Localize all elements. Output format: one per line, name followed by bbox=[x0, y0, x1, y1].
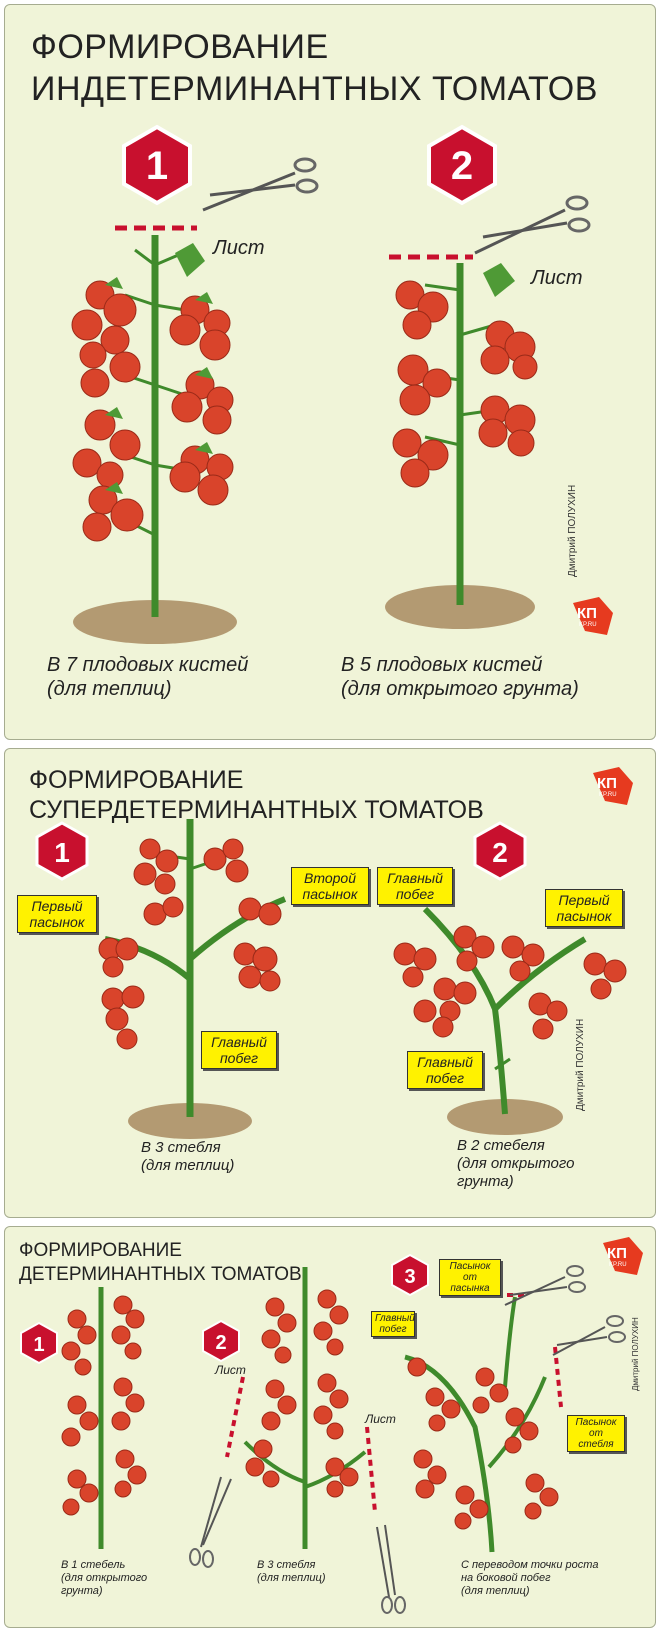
cut-line bbox=[553, 1346, 563, 1408]
logo-text: КП bbox=[597, 775, 617, 792]
step3-caption-line2: на боковой побег bbox=[461, 1572, 551, 1584]
kp-logo: КП KP.RU bbox=[591, 765, 635, 809]
author-credit: Дмитрий ПОЛУХИН bbox=[575, 1018, 586, 1111]
step2-caption-line2: (для открытого bbox=[457, 1155, 575, 1172]
panel2-title-line1: ФОРМИРОВАНИЕ bbox=[29, 766, 244, 794]
step1-caption-line3: грунта) bbox=[61, 1585, 103, 1597]
scissors-icon bbox=[189, 1476, 232, 1568]
logo-subtext: KP.RU bbox=[609, 1262, 627, 1268]
svg-text:3: 3 bbox=[404, 1266, 415, 1288]
panel3-illustration: 1 2 3 bbox=[20, 1253, 626, 1614]
panel1-illustration: 1 2 bbox=[71, 124, 591, 644]
step1-caption-line1: В 7 плодовых кистей bbox=[47, 654, 249, 676]
logo-subtext: KP.RU bbox=[579, 622, 597, 628]
scissors-icon bbox=[552, 1315, 626, 1356]
step3-badge: 3 bbox=[391, 1253, 429, 1297]
svg-text:1: 1 bbox=[54, 837, 70, 868]
step1-caption-line1: В 1 стебель bbox=[61, 1559, 126, 1571]
step1-caption-line2: (для теплиц) bbox=[141, 1157, 235, 1174]
svg-text:2: 2 bbox=[451, 144, 473, 188]
step1-caption-line2: (для теплиц) bbox=[47, 678, 172, 700]
soil-mound bbox=[73, 600, 237, 644]
step2-caption-line1: В 2 стебеля bbox=[457, 1137, 545, 1154]
step2-caption-line2: (для открытого грунта) bbox=[341, 678, 579, 700]
leaf-label: Лист bbox=[213, 237, 265, 259]
plant-two-stems bbox=[393, 906, 627, 1115]
step2-badge: 2 bbox=[427, 124, 497, 206]
plant-three-stems bbox=[98, 819, 287, 1117]
plant-growth-point-transfer bbox=[404, 1265, 626, 1553]
panel1-title-line1: ФОРМИРОВАНИЕ bbox=[31, 28, 329, 66]
step1-badge: 1 bbox=[20, 1321, 58, 1365]
cut-line bbox=[225, 1376, 245, 1458]
step3-caption-line1: С переводом точки роста bbox=[461, 1559, 599, 1571]
svg-text:1: 1 bbox=[33, 1334, 44, 1356]
logo-subtext: KP.RU bbox=[599, 792, 617, 798]
scissors-icon bbox=[474, 195, 591, 255]
author-credit: Дмитрий ПОЛУХИН bbox=[567, 484, 578, 577]
step2-caption-line1: В 5 плодовых кистей bbox=[341, 654, 543, 676]
panel2-illustration: 1 2 bbox=[35, 819, 627, 1139]
panel1-title-line2: ИНДЕТЕРМИНАНТНЫХ ТОМАТОВ bbox=[31, 70, 598, 108]
svg-text:2: 2 bbox=[215, 1332, 226, 1354]
plant1 bbox=[71, 235, 234, 617]
step2-badge: 2 bbox=[202, 1319, 240, 1363]
step1-caption-line2: (для открытого bbox=[61, 1572, 148, 1584]
leaf-label: Лист bbox=[531, 267, 583, 289]
panel-determinate: 1 2 3 bbox=[4, 1226, 656, 1628]
leaf-label: Лист bbox=[215, 1363, 246, 1377]
panel-indeterminate: 1 2 bbox=[4, 4, 656, 740]
panel3-title-line2: ДЕТЕРМИНАНТНЫХ ТОМАТОВ bbox=[19, 1264, 302, 1285]
soil-mound bbox=[128, 1103, 252, 1139]
svg-text:1: 1 bbox=[146, 144, 168, 188]
step2-caption-line3: грунта) bbox=[457, 1173, 514, 1190]
soil-mound bbox=[447, 1099, 563, 1135]
logo-text: КП bbox=[577, 605, 597, 622]
scissors-icon bbox=[202, 157, 319, 212]
panel2-title-line2: СУПЕРДЕТЕРМИНАНТНЫХ ТОМАТОВ bbox=[29, 796, 484, 824]
plant2 bbox=[392, 263, 538, 605]
soil-mound bbox=[385, 585, 535, 629]
cut-line bbox=[365, 1426, 377, 1513]
logo-text: КП bbox=[607, 1245, 627, 1262]
author-credit: Дмитрий ПОЛУХИН bbox=[631, 1317, 640, 1391]
step3-caption-line3: (для теплиц) bbox=[461, 1585, 530, 1597]
step1-badge: 1 bbox=[35, 821, 89, 881]
panel3-title-line1: ФОРМИРОВАНИЕ bbox=[19, 1240, 182, 1261]
step1-badge: 1 bbox=[122, 124, 192, 206]
scissors-icon bbox=[376, 1524, 406, 1614]
step2-badge: 2 bbox=[473, 821, 527, 881]
leaf-label: Лист bbox=[365, 1412, 396, 1426]
kp-logo: КП KP.RU bbox=[601, 1235, 645, 1279]
kp-logo: КП KP.RU bbox=[571, 595, 615, 639]
plant-single-stem bbox=[61, 1287, 147, 1549]
panel-superdeterminate: 1 2 bbox=[4, 748, 656, 1218]
plant-three-stems bbox=[189, 1267, 406, 1614]
scissors-icon bbox=[504, 1265, 586, 1306]
step1-caption-line1: В 3 стебля bbox=[141, 1139, 221, 1156]
step2-caption-line2: (для теплиц) bbox=[257, 1572, 326, 1584]
step2-caption-line1: В 3 стебля bbox=[257, 1559, 316, 1571]
svg-text:2: 2 bbox=[492, 837, 508, 868]
